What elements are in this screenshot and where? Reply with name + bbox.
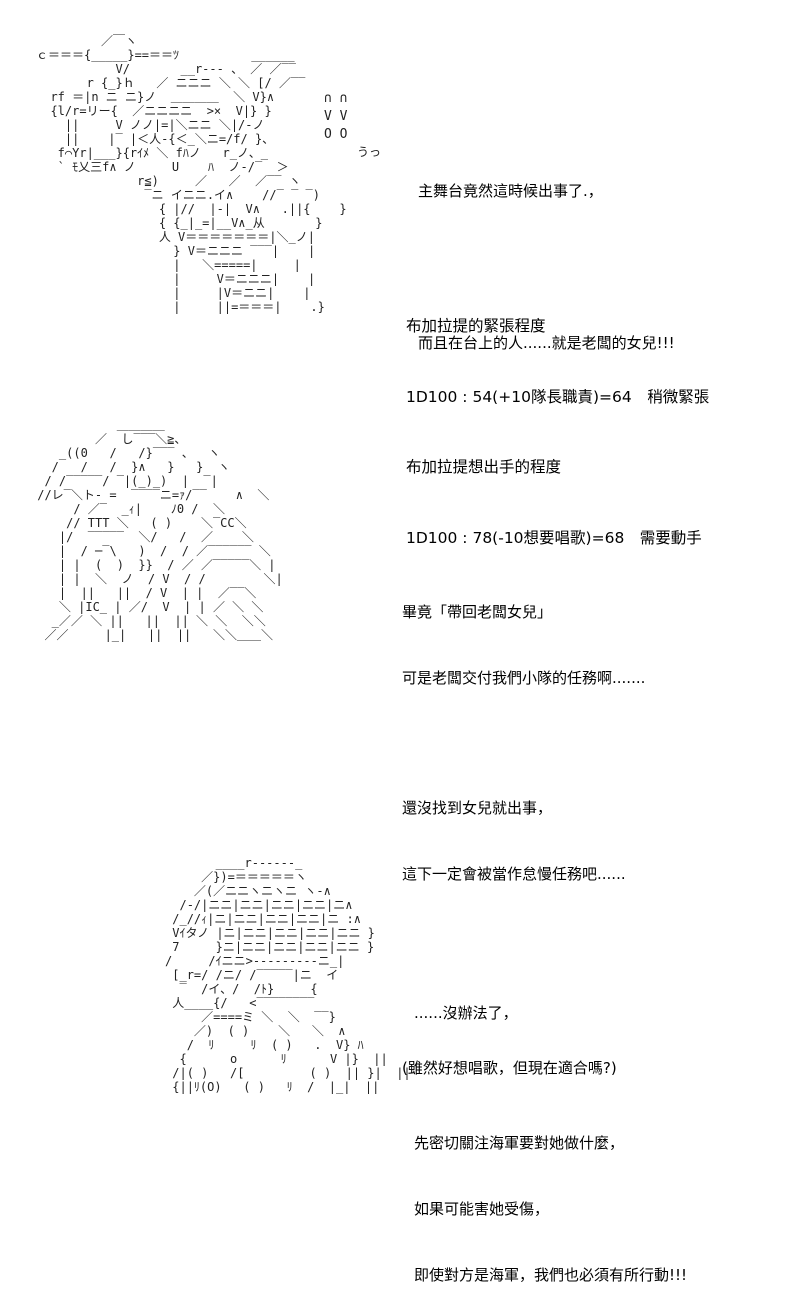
sound-effect-u: うっ	[357, 145, 382, 159]
narration-line: 而且在台上的人......就是老闆的女兒!!!	[418, 334, 675, 352]
narration-line: 即使對方是海軍，我們也必須有所行動!!!	[414, 1266, 688, 1284]
narration-panel-1: 主舞台竟然這時候出事了.， 而且在台上的人......就是老闆的女兒!!!	[418, 126, 675, 382]
dice-line: 布加拉提想出手的程度	[406, 458, 562, 476]
ascii-art-character-3: ____r‐‐‐‐‐‐_ ／})=＝＝＝＝＝ヽ ／(／ニニヽニヽニ ヽ-∧ /‐…	[165, 856, 411, 1094]
narration-line: 還沒找到女兒就出事，	[402, 799, 553, 817]
narration-line: (雖然好想唱歌，但現在適合嗎?)	[402, 1059, 617, 1077]
narration-panel-2: 畢竟「帶回老闆女兒」 可是老闆交付我們小隊的任務啊....... 還沒找到女兒就…	[402, 557, 645, 1101]
narration-line: ......沒辦法了，	[414, 1004, 518, 1022]
narration-panel-3: ......沒辦法了， 先密切關注海軍要對她做什麼， 如果可能害她受傷， 即使對…	[414, 958, 687, 1308]
narration-line: 主舞台竟然這時候出事了.，	[418, 182, 603, 200]
narration-line: 可是老闆交付我們小隊的任務啊.......	[402, 669, 646, 687]
narration-line: 畢竟「帶回老闆女兒」	[402, 603, 553, 621]
dice-line: 1D100 : 78(-10想要唱歌)=68 需要動手	[406, 528, 702, 547]
ascii-art-character-2: ＿＿＿＿ ／ し‾‾‾＼≧、 _((0 / /}‾‾‾ 、 ヽ / / / }∧…	[37, 418, 283, 642]
narration-line: 如果可能害她受傷，	[414, 1200, 550, 1218]
ascii-art-character-1: ／￣ヽ ｃ＝＝＝{_____}==＝＝ﾂ ______ V/ __r‐‐‐ 、 …	[36, 34, 347, 314]
dice-line: 1D100 : 54(+10隊長職責)=64 稍微緊張	[406, 387, 710, 406]
sweat-eyes-effect: ∩ ∩ V V O O	[324, 91, 348, 142]
narration-line: 先密切關注海軍要對她做什麼，	[414, 1134, 625, 1152]
dice-roll-block: 布加拉提的緊張程度 1D100 : 54(+10隊長職責)=64 稍微緊張 布加…	[406, 268, 709, 574]
dice-line: 布加拉提的緊張程度	[406, 317, 546, 335]
narration-line: 這下一定會被當作怠慢任務吧......	[402, 865, 626, 883]
